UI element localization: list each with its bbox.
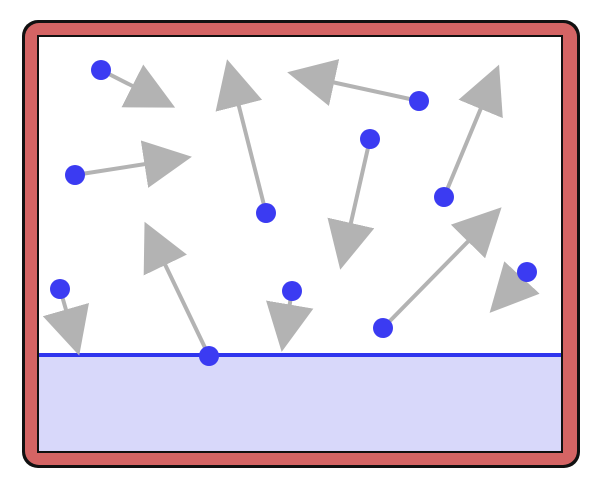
velocity-arrow [42, 287, 89, 356]
liquid-region [39, 355, 561, 451]
particle [50, 279, 70, 299]
velocity-arrow [381, 207, 502, 330]
particle [65, 165, 85, 185]
particle [199, 346, 219, 366]
particle [517, 262, 537, 282]
particle [409, 91, 429, 111]
particle [91, 60, 111, 80]
velocity-arrow [215, 59, 268, 215]
velocity-arrow [442, 64, 503, 199]
particle [256, 203, 276, 223]
particle [360, 129, 380, 149]
particle [373, 318, 393, 338]
velocity-arrow [327, 137, 375, 270]
particle [434, 187, 454, 207]
container [22, 20, 580, 468]
velocity-arrows [42, 59, 540, 358]
velocity-arrow [143, 221, 211, 358]
particle [282, 281, 302, 301]
particles [50, 60, 537, 366]
velocity-arrow [287, 59, 421, 106]
velocity-arrow [99, 64, 176, 108]
velocity-arrow [73, 140, 192, 188]
